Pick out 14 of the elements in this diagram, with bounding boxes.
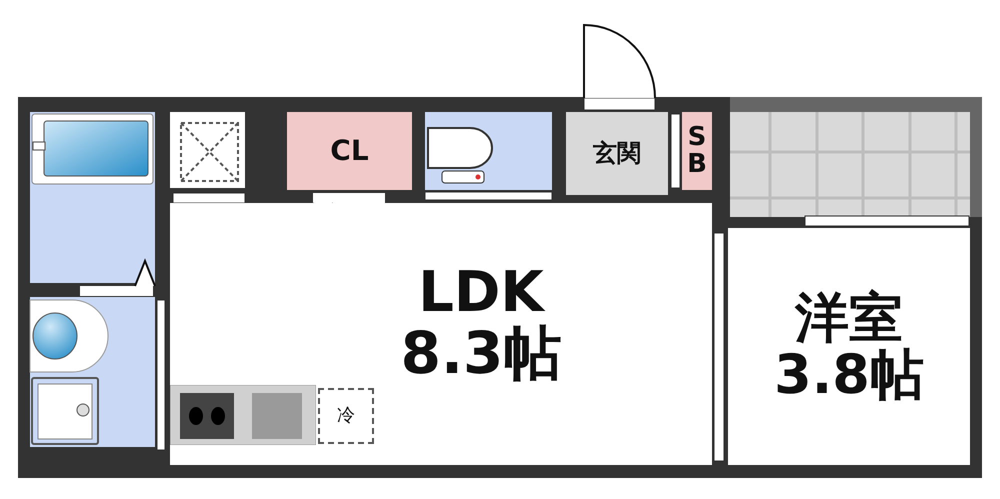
room-label: 冷 bbox=[337, 406, 355, 426]
entrance-area bbox=[566, 112, 668, 195]
shoe-box bbox=[682, 112, 712, 190]
room-label: SB bbox=[686, 124, 708, 178]
room-label: 8.3帖 bbox=[400, 322, 562, 384]
room-label: 3.8帖 bbox=[774, 346, 924, 404]
room-label: 玄関 bbox=[593, 140, 641, 166]
fridge-space bbox=[318, 388, 374, 444]
room-label: 洋室 bbox=[795, 290, 903, 346]
room-label: CL bbox=[330, 136, 369, 166]
room-label: LDK bbox=[418, 264, 544, 323]
closet bbox=[287, 112, 412, 190]
living-room bbox=[170, 203, 712, 465]
bedroom bbox=[728, 228, 970, 465]
